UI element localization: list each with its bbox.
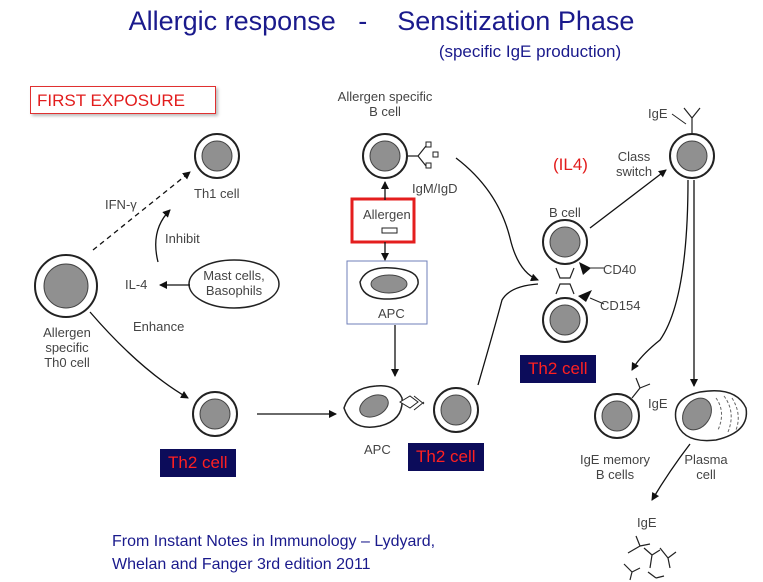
enhance-label: Enhance bbox=[133, 319, 185, 334]
il4-label: IL-4 bbox=[125, 277, 148, 292]
th2-badge-mid: Th2 cell bbox=[408, 443, 484, 471]
apc-box-label: APC bbox=[378, 306, 405, 321]
ifn-gamma-label: IFN-γ bbox=[105, 197, 137, 212]
b-cell-top-label: Allergen specific B cell bbox=[337, 89, 433, 119]
th2-cell-right bbox=[542, 297, 588, 343]
il4-red-label: (IL4) bbox=[553, 155, 588, 174]
plasma-cell-label: Plasma cell bbox=[684, 452, 728, 482]
cd154-label: CD154 bbox=[600, 298, 641, 313]
th0-cell bbox=[34, 254, 98, 318]
page-title: Allergic response - Sensitization Phase bbox=[128, 6, 635, 36]
th0-cell-label: Allergen specific Th0 cell bbox=[43, 325, 91, 370]
igm-igd-label: IgM/IgD bbox=[412, 181, 458, 196]
inhibit-label: Inhibit bbox=[165, 231, 200, 246]
th1-cell bbox=[194, 133, 240, 179]
ige-mid-label: IgE bbox=[648, 396, 668, 411]
cd40-cd154-contact bbox=[555, 262, 605, 305]
allergen-icon bbox=[381, 227, 398, 234]
mast-cells-oval bbox=[188, 259, 280, 309]
arrow-to-memory bbox=[631, 179, 689, 371]
allergen-box bbox=[350, 197, 416, 244]
first-exposure-box: FIRST EXPOSURE bbox=[30, 86, 216, 114]
arrow-inhibit bbox=[155, 209, 171, 263]
apc-cell-lower bbox=[343, 385, 425, 428]
class-switch-label: Class switch bbox=[615, 149, 653, 179]
ige-bottom-label: IgE bbox=[637, 515, 657, 530]
ige-top-label: IgE bbox=[648, 106, 668, 121]
th2-badge-right: Th2 cell bbox=[520, 355, 596, 383]
arrow-plasma-ige bbox=[651, 443, 691, 501]
b-cell-top bbox=[362, 133, 439, 179]
arrow-th2mid-b bbox=[477, 283, 539, 386]
th2-cell-left bbox=[192, 391, 238, 437]
plasma-cell bbox=[674, 390, 748, 442]
th2-badge-left: Th2 cell bbox=[160, 449, 236, 477]
th2-cell-mid bbox=[433, 387, 479, 433]
ige-b-cell bbox=[669, 107, 715, 179]
b-cell-label: B cell bbox=[549, 205, 581, 220]
th1-cell-label: Th1 cell bbox=[194, 186, 240, 201]
allergen-label: Allergen bbox=[363, 207, 411, 222]
ige-memory-cell bbox=[594, 377, 651, 439]
b-cell-right bbox=[542, 219, 588, 265]
arrow-th0-th2 bbox=[89, 311, 189, 399]
apc-lower-label: APC bbox=[364, 442, 391, 457]
ige-memory-label: IgE memory B cells bbox=[579, 452, 651, 482]
mast-cells-label: Mast cells, Basophils bbox=[203, 268, 265, 298]
cd40-label: CD40 bbox=[603, 262, 637, 277]
arrow-class-switch bbox=[589, 169, 667, 229]
secreted-ige bbox=[623, 535, 677, 581]
page-subtitle: (specific IgE production) bbox=[438, 42, 622, 61]
arrow-th0-th1 bbox=[92, 171, 191, 251]
arrow-bcell-th2 bbox=[455, 157, 539, 282]
apc-cell-box bbox=[359, 267, 419, 300]
citation: From Instant Notes in Immunology – Lydya… bbox=[112, 533, 436, 573]
